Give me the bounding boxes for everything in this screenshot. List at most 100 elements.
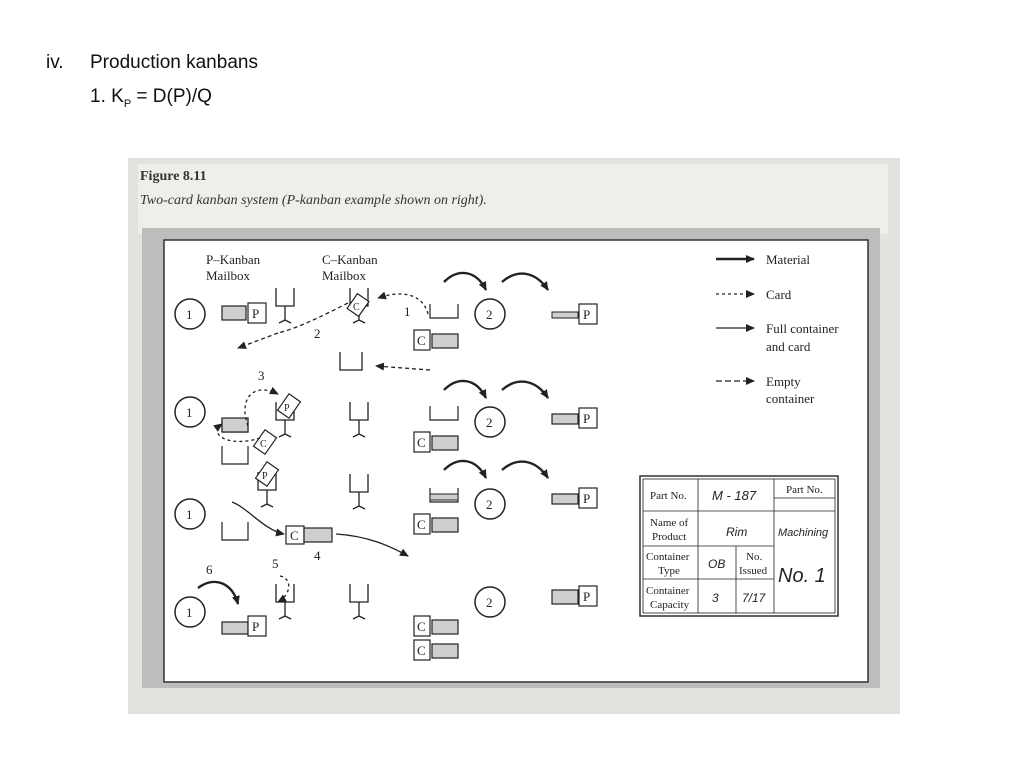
station-2-label: 2 <box>486 307 493 322</box>
legend-empty: Empty <box>766 374 801 389</box>
dept-value: Machining <box>778 527 829 539</box>
p-card-tilted <box>254 460 280 488</box>
card-letter: P <box>583 491 590 506</box>
card-letter: C <box>260 439 267 450</box>
legend-full-2: and card <box>766 339 811 354</box>
p-mailbox <box>275 288 295 324</box>
container <box>431 619 459 635</box>
station-1-label: 1 <box>186 405 193 420</box>
card-letter: P <box>252 306 259 321</box>
part-no-value: M - 187 <box>712 488 757 503</box>
no-issued-label-2: Issued <box>739 565 768 577</box>
card-letter: P <box>583 411 590 426</box>
container <box>431 435 459 451</box>
empty-container <box>221 522 249 541</box>
material-arrow <box>443 459 488 479</box>
p-mailbox-label-2: Mailbox <box>206 268 251 283</box>
caption-area <box>138 164 888 234</box>
container <box>551 413 579 425</box>
container-outline <box>429 406 459 421</box>
container-type-label: Container <box>646 551 690 563</box>
legend-card: Card <box>766 287 792 302</box>
c-kanban-card <box>413 639 431 661</box>
full-container-arrow <box>335 533 409 557</box>
name-value: Rim <box>726 525 747 539</box>
station-1-label: 1 <box>186 307 193 322</box>
container <box>221 305 247 321</box>
c-mailbox-label: C–Kanban <box>322 252 378 267</box>
figure-label: Figure 8.11 <box>140 169 207 184</box>
heading-text: Production kanbans <box>90 52 258 73</box>
p-kanban-card <box>578 303 598 325</box>
material-arrow <box>501 272 549 291</box>
container <box>431 643 459 659</box>
card-flow-arrow <box>277 575 290 603</box>
station-1-label: 1 <box>186 605 193 620</box>
container <box>221 621 249 635</box>
c-card-tilted <box>346 292 370 318</box>
name-label-2: Product <box>652 531 686 543</box>
card-letter: C <box>417 517 426 532</box>
container <box>431 333 459 349</box>
kanban-figure: Figure 8.11 Two-card kanban system (P-ka… <box>128 158 900 714</box>
container <box>221 417 249 433</box>
step-3-label: 3 <box>258 368 265 383</box>
step-2-label: 2 <box>314 326 321 341</box>
empty-container <box>339 352 363 371</box>
station-2-label: 2 <box>486 497 493 512</box>
card-letter: C <box>417 619 426 634</box>
card-letter: C <box>417 643 426 658</box>
card-letter: P <box>262 471 268 482</box>
row-4: 1 6 P 5 C C 2 P <box>174 556 598 661</box>
p-kanban-card <box>247 302 267 324</box>
capacity-label: Container <box>646 585 690 597</box>
container-outline <box>429 304 459 319</box>
container <box>431 517 459 533</box>
card-flow-arrow <box>377 291 429 315</box>
c-mailbox <box>349 474 369 510</box>
material-arrow <box>501 380 549 399</box>
card-letter: C <box>417 435 426 450</box>
c-kanban-card <box>413 431 431 453</box>
material-arrow <box>443 271 488 291</box>
name-label: Name of <box>650 517 689 529</box>
empty-container-arrow <box>277 302 349 334</box>
container <box>551 589 579 605</box>
row-2: 1 P C 3 C 2 P <box>174 368 598 465</box>
station-2-label: 2 <box>486 595 493 610</box>
formula-rest: = D(P)/Q <box>131 86 212 107</box>
figure-caption: Two-card kanban system (P-kanban example… <box>140 193 487 208</box>
material-arrow <box>443 379 488 399</box>
card-letter: P <box>252 619 259 634</box>
card-letter: C <box>290 528 299 543</box>
empty-container <box>221 446 249 465</box>
p-kanban-card <box>578 585 598 607</box>
c-mailbox <box>349 402 369 438</box>
figure-scan: Figure 8.11 Two-card kanban system (P-ka… <box>128 158 900 714</box>
station-2-label: 2 <box>486 415 493 430</box>
card-letter: P <box>284 403 290 414</box>
container-type-value: OB <box>708 557 725 571</box>
list-numeral: iv. <box>46 52 64 73</box>
formula-line: 1. KP = D(P)/Q <box>90 84 212 117</box>
material-arrow <box>501 460 549 479</box>
p-mailbox-label: P–Kanban <box>206 252 261 267</box>
step-1-label: 1 <box>404 304 411 319</box>
step-4-label: 4 <box>314 548 321 563</box>
card-letter: P <box>583 307 590 322</box>
row-1: 1 P C 1 2 C 2 P <box>174 271 598 371</box>
container-type-label-2: Type <box>658 565 680 577</box>
legend: Material Card Full container and card Em… <box>716 252 839 406</box>
c-kanban-card <box>413 513 431 535</box>
capacity-label-2: Capacity <box>650 599 690 611</box>
c-mailbox <box>349 584 369 620</box>
part-no-label: Part No. <box>650 490 687 502</box>
c-kanban-card <box>413 329 431 351</box>
card-letter: P <box>583 589 590 604</box>
legend-material: Material <box>766 252 810 267</box>
c-kanban-card <box>413 615 431 637</box>
p-mailbox <box>275 584 295 620</box>
legend-full: Full container <box>766 321 839 336</box>
capacity-value: 3 <box>712 591 719 605</box>
station-1-label: 1 <box>186 507 193 522</box>
